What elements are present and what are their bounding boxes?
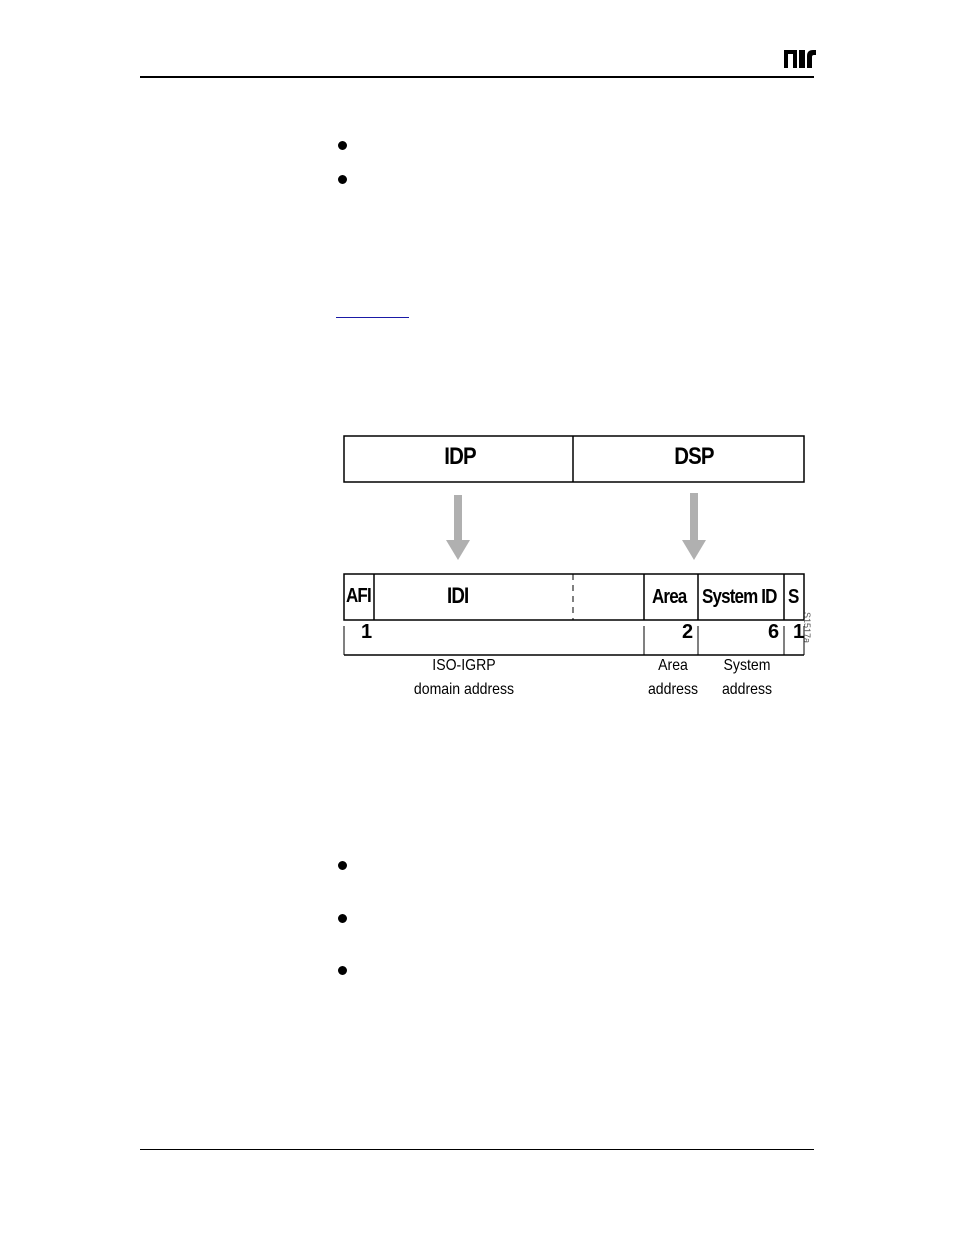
s-field-label: S: [788, 586, 799, 608]
bullet-marker: [338, 141, 347, 150]
domain-address-caption: ISO-IGRP domain address: [404, 654, 524, 702]
nsap-address-diagram: [343, 435, 805, 656]
system-id-field-label: System ID: [702, 586, 777, 608]
figure-id: S1517a: [802, 612, 812, 644]
caption-line: address: [721, 681, 773, 698]
area-field-label: Area: [652, 586, 687, 608]
bullet-marker: [338, 175, 347, 184]
caption-line: ISO-IGRP: [432, 657, 496, 674]
area-length: 2: [682, 621, 694, 643]
caption-line: domain address: [413, 681, 515, 698]
idp-label: IDP: [444, 443, 476, 470]
field-row: [343, 573, 805, 621]
system-address-caption: System address: [716, 654, 778, 702]
afi-field-label: AFI: [346, 585, 372, 607]
caption-line: Area: [658, 657, 688, 674]
arrow-down-icon: [682, 493, 706, 560]
footer-rule: [140, 1149, 814, 1150]
cisco-logo-icon: [784, 50, 816, 68]
area-address-caption: Area address: [644, 654, 702, 702]
arrow-down-icon: [446, 495, 470, 560]
idi-field-label: IDI: [447, 583, 469, 608]
header-rule: [140, 76, 814, 78]
afi-length: 1: [361, 621, 373, 643]
system-id-length: 6: [768, 621, 780, 643]
caption-line: System: [723, 657, 771, 674]
dsp-label: DSP: [674, 443, 714, 470]
s-length: 1: [793, 621, 805, 643]
idp-dsp-box: [343, 435, 805, 483]
bullet-marker: [338, 861, 347, 870]
bullet-marker: [338, 966, 347, 975]
bullet-marker: [338, 914, 347, 923]
figure-link[interactable]: [336, 317, 409, 318]
caption-line: address: [647, 681, 699, 698]
